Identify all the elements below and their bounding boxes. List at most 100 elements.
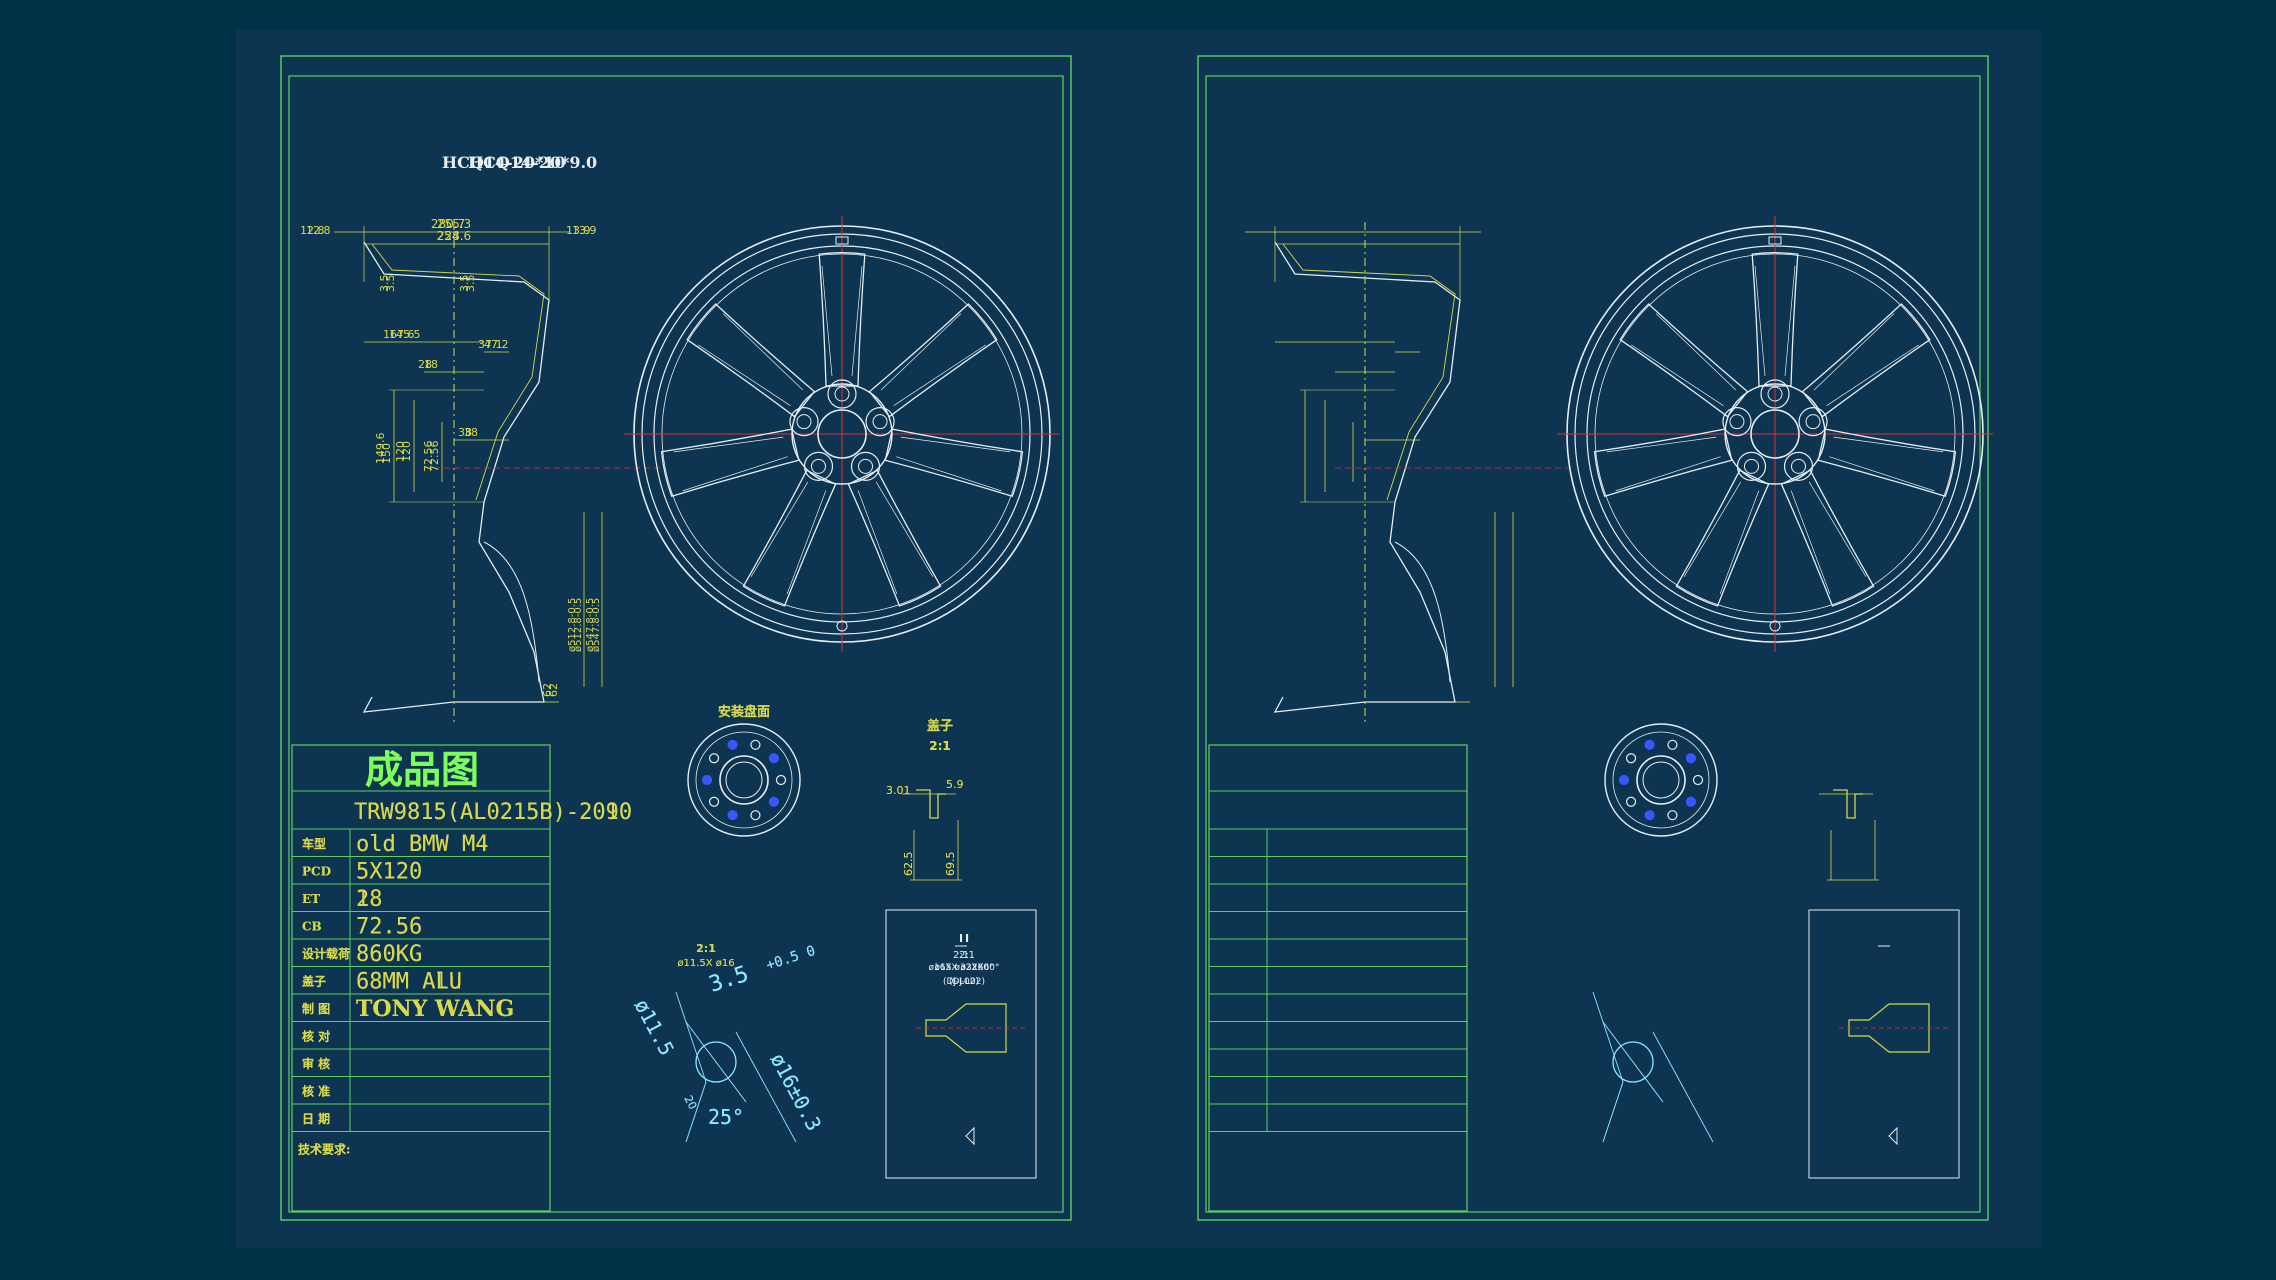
wheel-spoke [884,428,1024,498]
title-tech-requirements: 技术要求: [298,1142,350,1157]
dim-d3: 28 [418,358,432,371]
title-row-label: 盖子 [302,973,326,988]
wheel-lug-seat [1798,407,1828,437]
wheel-model-label: HCQ14-20*10 [442,153,566,172]
spoke-section [1394,541,1451,683]
wheel-spoke [1751,252,1799,387]
title-row-label: 制 图 [302,1001,330,1016]
cap-dim-a: 3.01 [886,784,911,797]
dim-v2: 3.5 [464,275,477,293]
hole-depth-20: 20 [681,1093,699,1111]
wheel-center-bore [1750,409,1800,459]
hole-dim-line [735,1031,797,1143]
mount-center-bore-inner [1642,761,1680,799]
title-row-label: 审 核 [302,1056,330,1071]
dim-overall-width: 280.7 [431,217,465,231]
wheel-spoke-groove [1754,265,1796,377]
mount-bolt-hole [1667,810,1678,821]
mount-bolt-hole [1667,739,1678,750]
detail-fastener [925,1003,1007,1053]
wheel-spoke-groove [1790,481,1867,595]
wheel-spoke-groove [1813,313,1920,406]
cap-dim-a: 3.01 [886,784,911,797]
dim-inner-width: 228.6 [437,229,471,243]
wheel-lug-hole [1743,458,1759,474]
hole-angle: 25° [708,1105,744,1129]
dim-d1: 167.6 [383,328,415,341]
mount-bolt-hole [1618,774,1630,786]
title-row-label: 核 准 [302,1083,330,1098]
hole-scale: 2:1 [696,942,716,955]
mount-center-bore [1636,755,1686,805]
hole-spec: ø11.5X ø16 [677,958,734,969]
hole-scale: 2:1 [696,942,716,955]
valve-stem-icon [1769,620,1781,632]
mount-outer [1604,723,1718,837]
cap-title: 盖子 [927,718,953,734]
hole-spec: ø11.5X ø16 [677,958,734,969]
dim-v2: 3.5 [458,275,471,293]
title-row-label: CB [302,919,322,933]
mount-bolt-hole [1692,774,1704,786]
wheel-spoke [1619,303,1749,418]
cap-dim-c: 62.5 [902,852,915,877]
wheel-lug-hole [796,414,812,430]
cap-dim-b: 5.9 [946,778,964,791]
wheel-lug-hole [810,458,826,474]
detail-box [885,909,1037,1179]
title-row-label: 日 期 [302,1111,330,1126]
title-block [291,744,551,1212]
dim-dia1: ø512.8-0.5 [573,598,584,652]
wheel-lug-hole [834,386,850,402]
title-row-value: old BMW M4 [356,832,488,857]
cap-dim-b: 5.9 [946,778,964,791]
wheel-spoke-groove [896,436,1011,492]
hole-lines [685,1021,747,1143]
title-row-value: old BMW M4 [356,832,488,857]
mount-outer [687,723,801,837]
detail-code: (DJ-L02) [943,977,979,987]
valve-stem-icon [836,620,848,632]
mount-bolt-hole [768,796,780,807]
detail-box [1808,909,1960,1179]
dim-d4: 38 [464,426,478,439]
title-heading: 成品图 [365,748,479,792]
detail-spec: ø15X ø32X60° [934,963,999,973]
wheel-lug-hole [1729,414,1745,430]
dim-left-flange: 12.8 [306,224,331,237]
wheel-lug-hole [858,458,874,474]
dim-d2: 37.1 [478,338,503,351]
rim-section-inner [371,243,545,501]
title-row-label: ET [302,892,320,906]
title-row-value: 28 [356,887,383,912]
hole-lines [1602,1021,1664,1143]
title-row-value: 5X120 [356,859,422,884]
title-part-no: TRW9815(AL0215B)-2010 [354,800,632,825]
sheet-border-inner [1205,75,1981,1213]
title-row-label: 审 核 [302,1056,330,1071]
mount-outer-inner [1612,731,1710,829]
wheel-spoke-groove [1683,481,1760,595]
hole-dia-large: ø16±0.3 [766,1049,827,1135]
title-row-label: CB [302,919,322,933]
wheel-spoke [847,469,942,607]
cap-dim-d: 69.5 [944,852,957,877]
dim-b: 62 [541,683,554,697]
hole-dim-line [675,991,707,1083]
wheel-spoke [1593,428,1733,498]
drawing-sheet-left[interactable] [280,55,1072,1221]
title-row-value: 5X120 [356,859,422,884]
dim-v1: 3.5 [378,275,391,293]
cap-dim-d: 69.5 [944,852,957,877]
mount-bolt-hole [727,739,738,750]
wheel-lug-seat [1736,451,1767,481]
wheel-spoke [1780,469,1875,607]
detail-mark: I [959,932,963,945]
rim-section-inner [1282,243,1456,501]
title-row-value: 72.56 [356,914,422,939]
drawing-sheet-right[interactable] [1197,55,1993,1221]
wheel-spoke-groove [821,265,863,377]
title-row-label: 车型 [302,836,326,851]
